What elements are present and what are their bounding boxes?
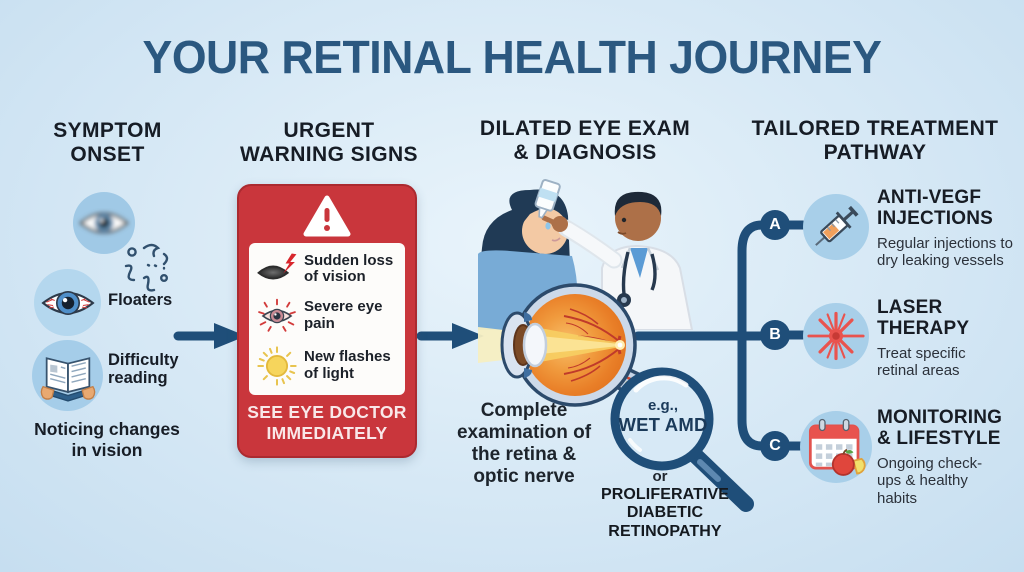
floaters-eye-circle: [34, 269, 101, 336]
branch-a-line: [737, 220, 767, 341]
warning-label: New flashes of light: [304, 347, 391, 382]
treatment-row-anti-vegf: ANTI-VEGF INJECTIONS Regular injections …: [877, 187, 1024, 270]
doctor-face: [615, 195, 661, 241]
magnifier-line2: WET AMD: [618, 414, 708, 435]
laser-therapy-circle: [803, 303, 869, 369]
heading-urgent-warning-signs: URGENT WARNING SIGNS: [240, 119, 418, 166]
warning-row-sudden-loss: Sudden loss of vision: [249, 251, 405, 287]
stethoscope: [621, 251, 630, 295]
arrowhead-1: [214, 323, 246, 349]
treatment-title: LASER THERAPY: [877, 297, 970, 339]
vision-loss-eye-icon: [257, 253, 297, 280]
warning-row-flashes: New flashes of light: [249, 345, 405, 387]
heading-symptom-onset: SYMPTOM ONSET: [53, 119, 162, 166]
magnifier-glass: [610, 367, 714, 471]
magnifier-text: e.g., WET AMD: [602, 397, 724, 436]
apple: [831, 452, 855, 476]
treatment-title: MONITORING & LIFESTYLE: [877, 407, 1003, 449]
or-label: or: [652, 468, 668, 485]
light-beam-core: [540, 336, 620, 354]
warning-row-severe-pain: Severe eye pain: [249, 296, 405, 336]
treatment-row-monitoring: MONITORING & LIFESTYLE Ongoing check- up…: [877, 407, 1024, 507]
calendar-icon: [808, 418, 866, 476]
monitoring-circle: [800, 411, 872, 483]
reading-book-icon: [40, 356, 95, 402]
reading-circle: [32, 340, 103, 411]
treatment-row-laser: LASER THERAPY Treat specific retinal are…: [877, 297, 1024, 380]
heading-tailored-treatment: TAILORED TREATMENT PATHWAY: [751, 117, 999, 164]
pathway-badge-c: C: [760, 431, 790, 461]
laser-icon: [807, 311, 865, 361]
diagnosis-label: PROLIFERATIVE DIABETIC RETINOPATHY: [600, 486, 730, 540]
anti-vegf-circle: [803, 194, 869, 260]
eye-drop-bottle: [534, 178, 561, 219]
blurred-eye-icon: [79, 212, 129, 234]
treatment-title: ANTI-VEGF INJECTIONS: [877, 187, 994, 229]
exam-caption: Complete examination of the retina & opt…: [456, 400, 592, 488]
doctor-hand: [552, 216, 568, 232]
treatment-desc: Ongoing check- ups & healthy habits: [877, 454, 983, 507]
heading-dilated-eye-exam: DILATED EYE EXAM & DIAGNOSIS: [479, 117, 691, 164]
warning-label: Severe eye pain: [304, 298, 383, 332]
blurred-vision-circle: [73, 192, 135, 254]
warning-triangle-icon: [303, 195, 351, 237]
syringe-icon: [815, 205, 859, 246]
pathway-badge-b: B: [760, 320, 790, 350]
eye-pain-icon: [258, 298, 296, 332]
citrus-slice: [852, 457, 866, 475]
lens: [522, 322, 548, 368]
symptom-label-floaters: Floaters: [108, 291, 173, 309]
see-doctor-footer: SEE EYE DOCTOR IMMEDIATELY: [247, 402, 407, 443]
light-flash-icon: [257, 345, 297, 386]
arrowhead-2: [452, 323, 484, 349]
eye-drop: [545, 222, 551, 230]
branch-c-line: [737, 331, 767, 451]
magnifier-line1: e.g.,: [647, 397, 678, 414]
doctor-shirt: [630, 248, 648, 278]
treatment-desc: Treat specific retinal areas: [877, 344, 966, 380]
bloodshot-eye-icon: [40, 290, 95, 315]
symptom-label-difficulty-reading: Difficulty reading: [108, 351, 179, 388]
pathway-badge-a: A: [760, 210, 790, 240]
focal-point: [617, 342, 623, 348]
symptom-footnote: Noticing changes in vision: [34, 419, 180, 460]
warning-list-panel: Sudden loss of vision Severe eye pain: [249, 243, 405, 395]
treatment-desc: Regular injections to dry leaking vessel…: [877, 234, 1013, 270]
floaters-specks-icon: [124, 243, 169, 292]
magnifier-icon: [610, 367, 754, 512]
urgent-warning-card: Sudden loss of vision Severe eye pain: [237, 184, 417, 458]
doctor-hair: [614, 191, 662, 216]
warning-label: Sudden loss of vision: [304, 251, 394, 286]
page-title: YOUR RETINAL HEALTH JOURNEY: [142, 31, 882, 83]
